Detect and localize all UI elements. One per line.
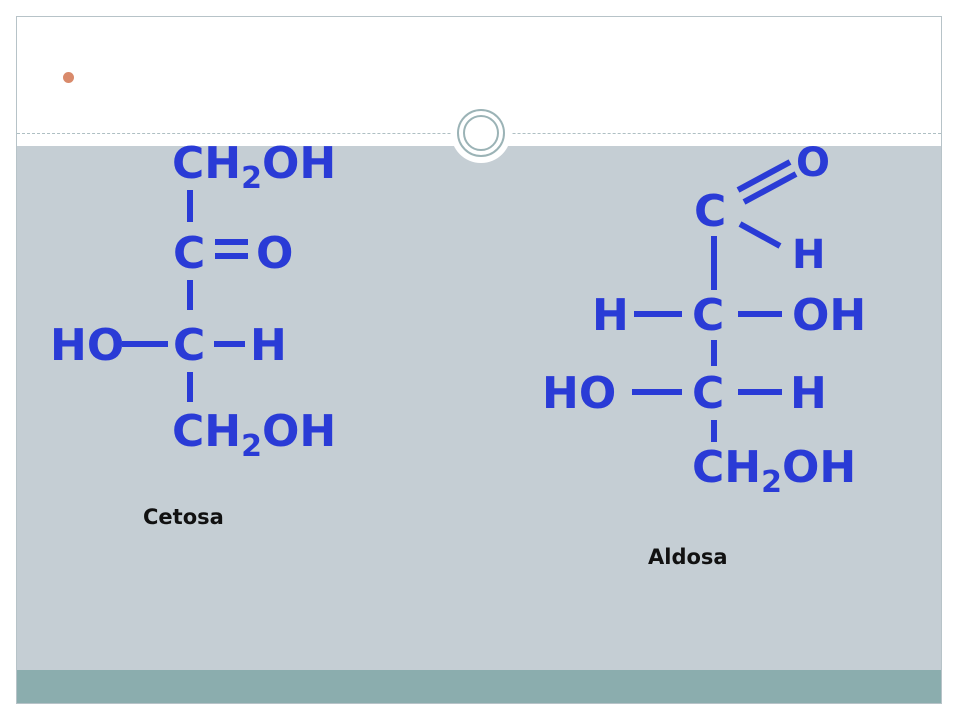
bullet-dot-icon (63, 72, 74, 83)
ring-inner (463, 115, 499, 151)
double-ring-icon (451, 103, 511, 163)
aldose-caption: Aldosa (648, 545, 728, 569)
ketose-caption: Cetosa (143, 505, 224, 529)
footer-band (17, 670, 941, 703)
ring-outer (457, 109, 505, 157)
content-area (17, 146, 941, 670)
